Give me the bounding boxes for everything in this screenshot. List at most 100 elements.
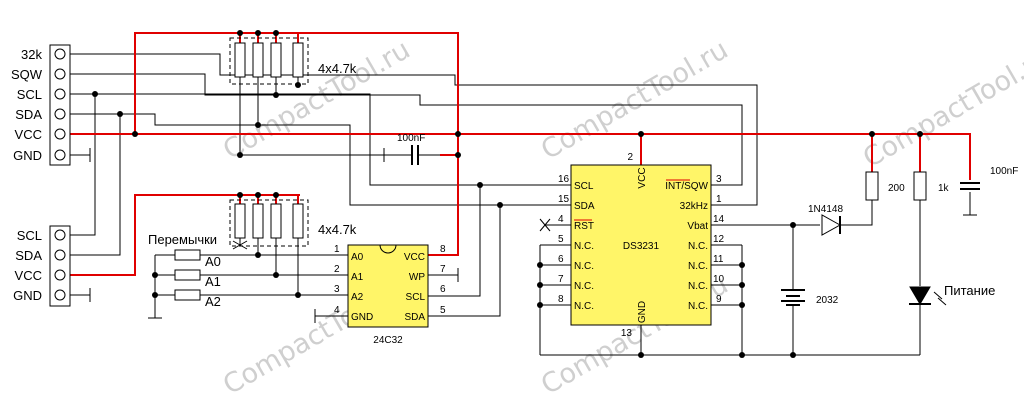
resistor-200: 200 — [865, 171, 905, 201]
wire-sqw — [70, 73, 743, 186]
eeprom-pin-name: A1 — [351, 272, 364, 283]
jumpers-title: Перемычки — [148, 232, 217, 247]
junction — [152, 272, 158, 278]
junction — [132, 131, 138, 137]
vcc-right — [458, 133, 971, 180]
rtc-pin-name: N.C. — [688, 301, 708, 312]
junction — [273, 192, 279, 198]
connector-pin — [54, 249, 66, 261]
signal-wires — [70, 53, 977, 356]
junction — [273, 272, 279, 278]
jumper-a1 — [174, 269, 201, 281]
eeprom-pin-name: SCL — [406, 292, 426, 303]
connector-pin — [54, 269, 66, 281]
junction — [455, 152, 461, 158]
watermark: CompactTool.ru — [858, 42, 1024, 174]
rtc-pin-num: 7 — [558, 274, 564, 285]
eeprom-pin-num: 8 — [440, 244, 446, 255]
eeprom-pin-name: WP — [409, 272, 425, 283]
resistor — [252, 203, 264, 239]
rtc-pin-num: 6 — [558, 254, 564, 265]
junction — [255, 192, 261, 198]
eeprom-pin-num: 7 — [440, 264, 446, 275]
nc-right-wires — [711, 244, 742, 306]
rtc-pin-name: N.C. — [574, 281, 594, 292]
rtc-pin-num: 14 — [713, 214, 725, 225]
capacitor-plates — [411, 145, 419, 165]
eeprom-body — [347, 244, 429, 328]
diode-label: 1N4148 — [808, 204, 843, 215]
connector-pin — [54, 88, 66, 100]
connector-pin — [54, 229, 66, 241]
vcc-main — [70, 32, 459, 256]
connector-bottom: SCL SDA VCC GND — [13, 225, 71, 307]
eeprom-pin-name: A0 — [351, 252, 364, 263]
jumper-label-a0: A0 — [205, 254, 221, 269]
led-power: Питание — [909, 283, 995, 306]
junction — [739, 352, 745, 358]
diode-triangle — [821, 214, 842, 236]
diode-1n4148: 1N4148 — [808, 204, 843, 236]
led-label: Питание — [944, 283, 995, 298]
connector-pin — [54, 149, 66, 161]
capacitor-plates — [960, 182, 980, 190]
eeprom-notch — [379, 244, 397, 254]
eeprom-scl-wire — [428, 185, 481, 297]
rtc-pin-name: SCL — [574, 181, 594, 192]
capacitor-left-label: 100nF — [397, 133, 425, 144]
jumper-a2 — [174, 289, 201, 301]
rtc-pin-name: N.C. — [688, 241, 708, 252]
eeprom-pin-name: A2 — [351, 292, 364, 303]
connector-label-scl: SCL — [17, 228, 42, 243]
connector-label-vcc: VCC — [15, 268, 42, 283]
eeprom-pin-name: VCC — [404, 252, 425, 263]
junction — [255, 252, 261, 258]
resistor-pack-outline — [229, 37, 309, 85]
battery-label: 2032 — [816, 295, 839, 306]
connector-top-body — [49, 44, 71, 166]
rtc-pin-num: 8 — [558, 294, 564, 305]
led-triangle — [909, 286, 931, 305]
rtc-pin-name: Vbat — [687, 221, 708, 232]
rtc-ds3231: 2 VCC 13 GND 16 15 4 5 6 7 8 SCL SDA RST… — [558, 152, 725, 339]
rtc-pin-num: 10 — [713, 274, 725, 285]
resistor — [270, 203, 282, 239]
rst-nc-mark — [539, 218, 551, 232]
capacitor-right-label: 100nF — [990, 166, 1018, 177]
eeprom-pin-num: 5 — [440, 305, 446, 316]
rtc-name: DS3231 — [623, 241, 660, 252]
junction — [638, 131, 644, 137]
wire-32k — [70, 53, 758, 206]
connector-label-gnd: GND — [13, 148, 42, 163]
resistor — [270, 42, 282, 78]
rtc-pin-name: N.C. — [574, 261, 594, 272]
resistor — [292, 203, 304, 239]
connector-label-sda: SDA — [15, 107, 42, 122]
rtc-pin-num: 13 — [621, 328, 633, 339]
watermark: CompactTool.ru — [218, 34, 415, 166]
junction — [477, 182, 483, 188]
junction — [117, 111, 123, 117]
eeprom-pin-num: 3 — [334, 284, 340, 295]
junction — [537, 262, 543, 268]
junction — [273, 30, 279, 36]
rtc-pin-num: 9 — [716, 294, 722, 305]
eeprom-pin-name: GND — [351, 312, 373, 323]
junction — [739, 302, 745, 308]
connector-label-scl: SCL — [17, 87, 42, 102]
junction — [739, 282, 745, 288]
rtc-pin-num: 12 — [713, 234, 725, 245]
junction — [455, 131, 461, 137]
rtc-pin-num: 16 — [558, 174, 570, 185]
connector-label-gnd: GND — [13, 288, 42, 303]
junction — [497, 202, 503, 208]
connector-label-vcc: VCC — [15, 127, 42, 142]
connector-label-sqw: SQW — [11, 67, 43, 82]
junction — [638, 352, 644, 358]
junction — [152, 292, 158, 298]
connector-pin — [54, 68, 66, 80]
wire-scl-top — [70, 93, 571, 186]
eeprom-sda-wire — [428, 205, 501, 317]
junctions — [92, 30, 923, 358]
eeprom-pin-num: 6 — [440, 284, 446, 295]
